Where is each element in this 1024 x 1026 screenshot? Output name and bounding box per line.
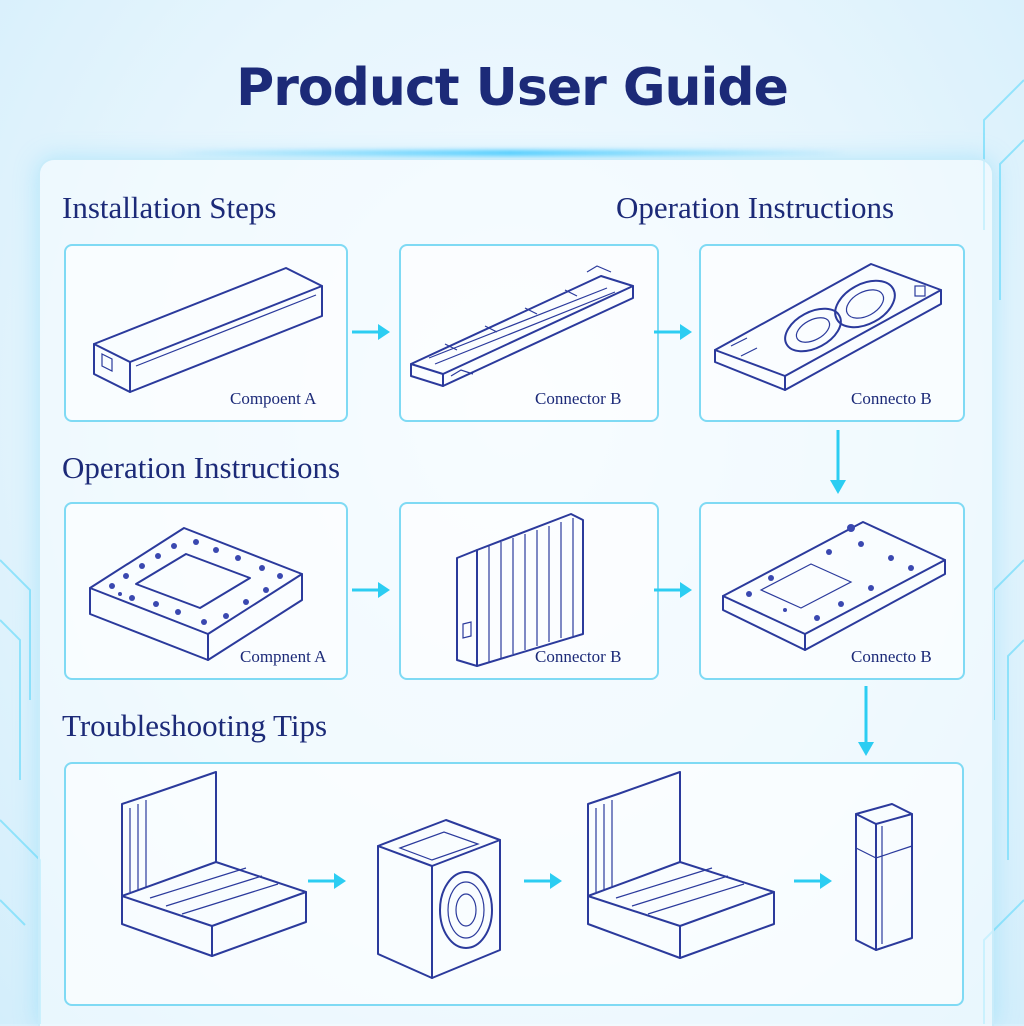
- cartridge-sketch-icon: [855, 803, 913, 951]
- arrow-right-icon: [524, 873, 562, 889]
- heatsink-sketch-icon: [456, 513, 584, 667]
- arrow-right-icon: [352, 582, 390, 598]
- chassis-sketch-icon: [722, 521, 946, 651]
- troubleshooting-panel: [64, 762, 964, 1006]
- troubleshooting-sketches: [121, 771, 913, 979]
- operation-card-component-a: Compnent A: [64, 502, 348, 680]
- heading-operation-instructions-top: Operation Instructions: [616, 190, 895, 225]
- open-case-sketch-icon: [121, 771, 307, 957]
- arrow-right-icon: [654, 582, 692, 598]
- card-label: Connector B: [535, 647, 622, 666]
- enclosure-sketch-icon: [93, 267, 323, 393]
- fan-cube-sketch-icon: [377, 819, 501, 979]
- arrow-right-icon: [352, 324, 390, 340]
- heading-installation-steps: Installation Steps: [62, 190, 277, 225]
- card-label: Connecto B: [851, 647, 932, 666]
- arrow-down-icon: [858, 686, 874, 756]
- step-card-connector-b: Connector B: [399, 244, 659, 422]
- step-card-connecto-b: Connecto B: [699, 244, 965, 422]
- rail-sketch-icon: [410, 265, 634, 387]
- board-sketch-icon: [89, 527, 303, 661]
- arrow-right-icon: [794, 873, 832, 889]
- heading-operation-instructions: Operation Instructions: [62, 450, 341, 485]
- step-card-component-a: Compoent A: [64, 244, 348, 422]
- card-label: Compoent A: [230, 389, 317, 408]
- arrow-right-icon: [308, 873, 346, 889]
- arrow-right-icon: [654, 324, 692, 340]
- operation-card-connector-b: Connector B: [399, 502, 659, 680]
- heading-troubleshooting-tips: Troubleshooting Tips: [62, 708, 328, 743]
- page-title: Product User Guide: [236, 58, 789, 118]
- operation-card-connecto-b: Connecto B: [699, 502, 965, 680]
- card-label: Connector B: [535, 389, 622, 408]
- open-case-sketch-icon: [587, 771, 775, 959]
- title-underline-glow: [170, 150, 850, 156]
- panel-sketch-icon: [714, 263, 942, 391]
- card-label: Compnent A: [240, 647, 327, 666]
- arrow-down-icon: [830, 430, 846, 494]
- card-label: Connecto B: [851, 389, 932, 408]
